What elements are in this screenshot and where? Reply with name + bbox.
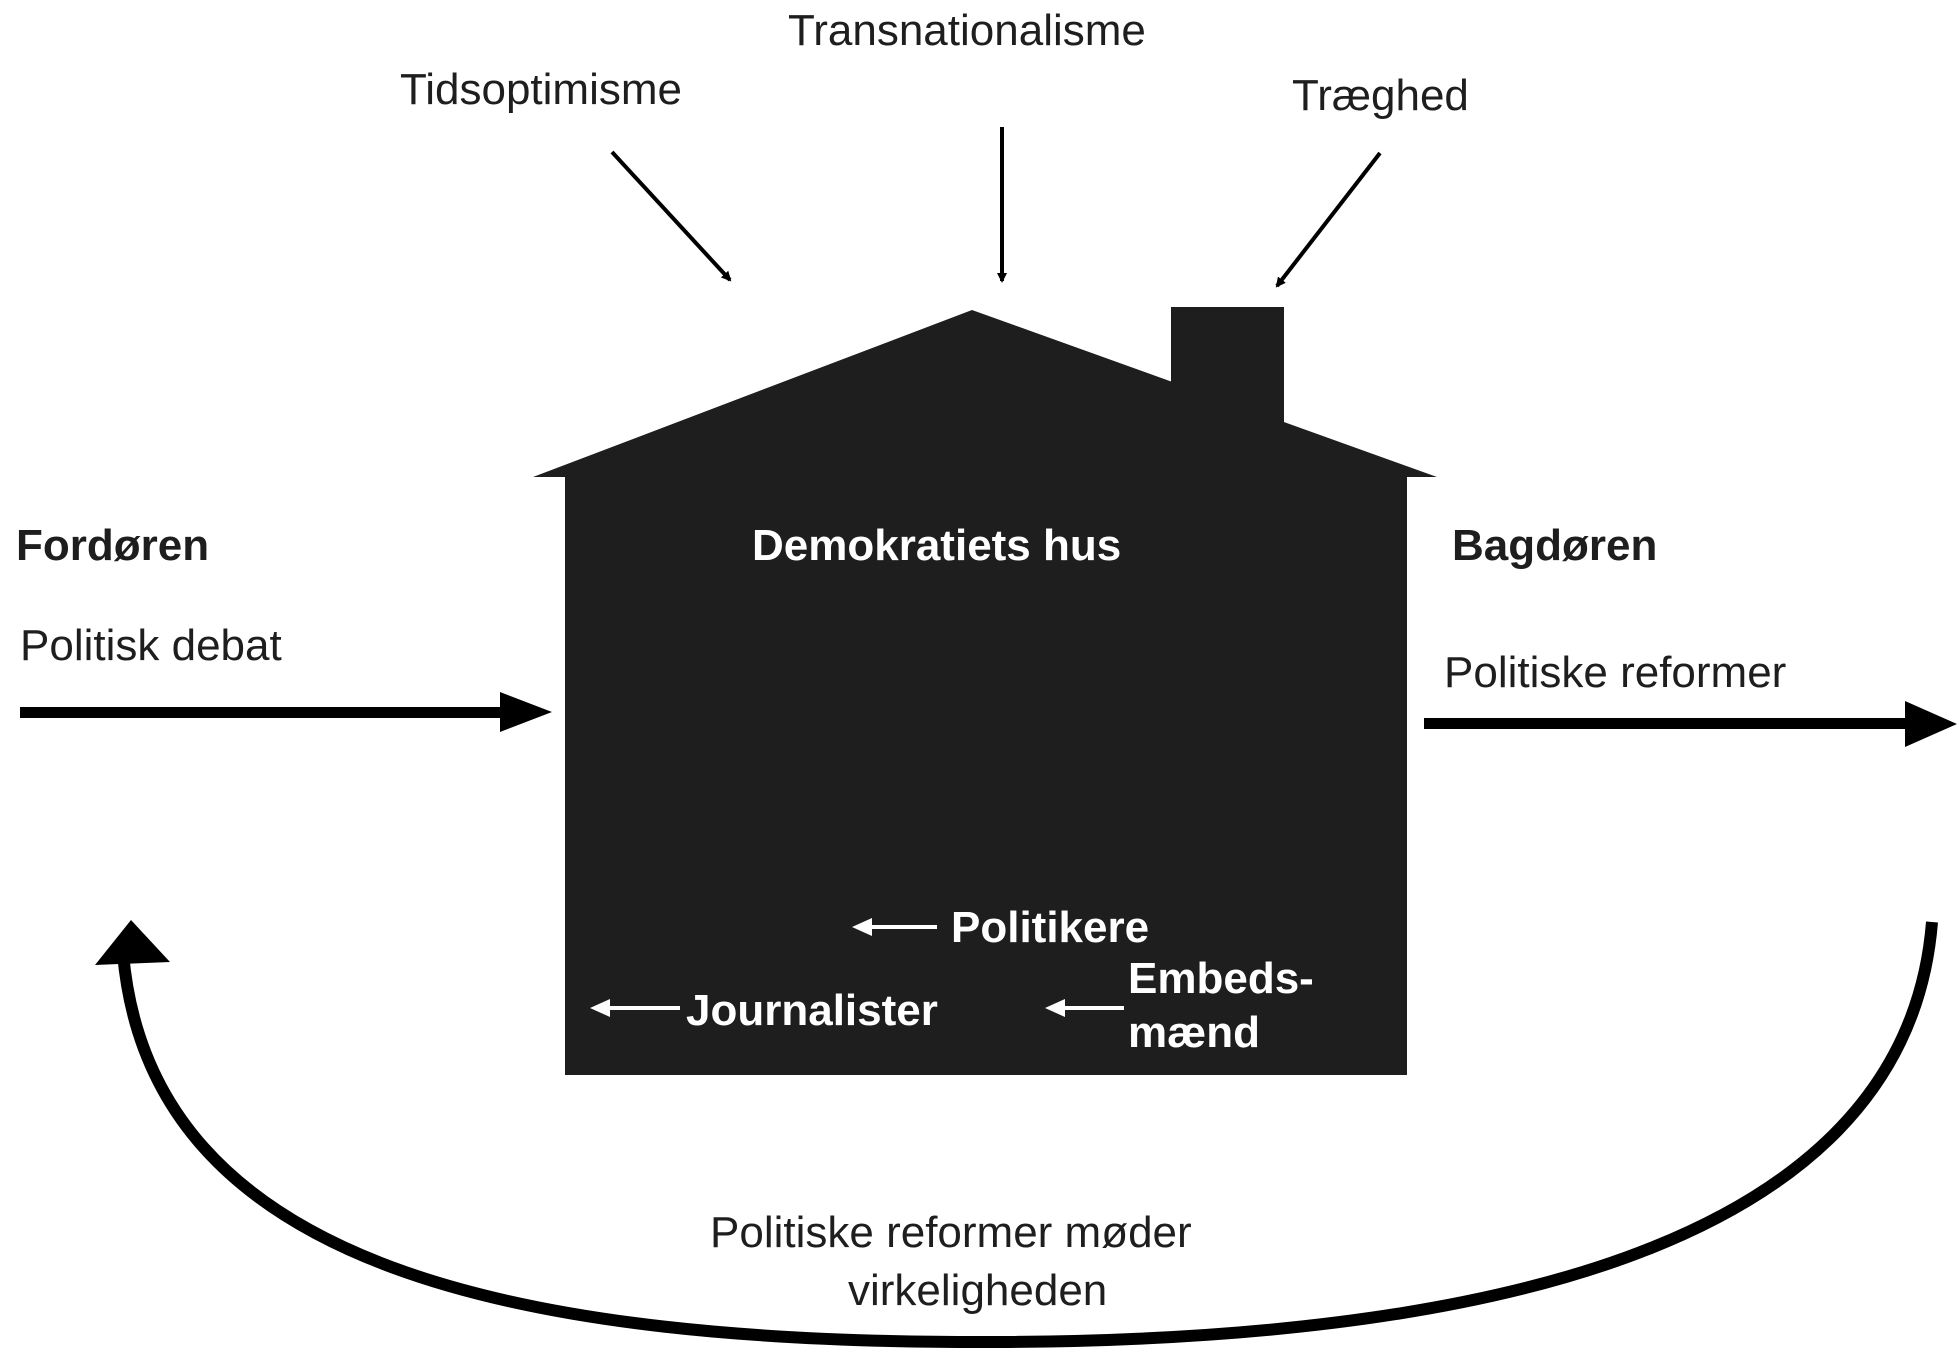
back-door-heading: Bagdøren [1452,521,1657,570]
politikere-arrowhead [852,918,872,936]
journalister-label: Journalister [686,986,938,1035]
feedback-loop-label-line2: virkeligheden [848,1266,1107,1315]
traeghed-label: Træghed [1292,71,1469,120]
feedback-loop-arrow [95,920,1938,1349]
inner-arrows [590,918,1124,1017]
traeghed-arrow [1275,151,1382,288]
house-title: Demokratiets hus [752,521,1121,570]
house-chimney [1171,307,1284,427]
embedsmaend-label-line1: Embeds- [1128,954,1314,1003]
back-door-label: Politiske reformer [1444,648,1786,697]
transnationalisme-label: Transnationalisme [788,6,1146,55]
front-door-label: Politisk debat [20,621,282,670]
embedsmaend-label-line2: mænd [1128,1008,1260,1057]
embedsmaend-arrowhead [1045,999,1065,1017]
politikere-label: Politikere [951,903,1149,952]
journalister-arrowhead [590,999,610,1017]
top-factor-arrows [610,127,1382,288]
feedback-loop-label-line1: Politiske reformer møder [710,1208,1192,1257]
house-body [533,310,1437,1075]
tidsoptimisme-label: Tidsoptimisme [400,65,682,114]
house [533,307,1437,1075]
tidsoptimisme-arrow [610,150,732,282]
front-door-arrow [20,692,552,732]
back-door-arrow [1424,701,1957,747]
front-door-heading: Fordøren [16,521,209,570]
